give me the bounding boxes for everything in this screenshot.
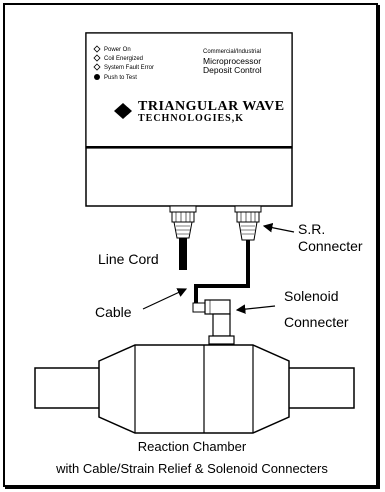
sensor-cable <box>194 240 250 306</box>
sr-connecter-arrow <box>262 222 295 233</box>
fault-led-icon <box>93 63 101 71</box>
line-cord <box>179 238 187 270</box>
product-subtitle: Commercial/Industrial <box>203 49 261 55</box>
brand-name-line2: TECHNOLOGIES,K <box>138 113 244 124</box>
cable-arrow <box>142 288 188 310</box>
chamber-body <box>98 344 290 434</box>
indicator-system-fault: System Fault Error <box>104 65 154 71</box>
solenoid-connecter-label-line2: Connecter <box>284 314 349 330</box>
cable-label: Cable <box>95 304 132 320</box>
line-cord-gland <box>169 205 197 239</box>
solenoid-connecter <box>192 299 235 345</box>
indicator-power-on: Power On <box>104 47 131 53</box>
indicator-coil-energized: Coil Energized <box>104 56 143 62</box>
brand-diamond-icon <box>114 103 132 119</box>
caption-line2: with Cable/Strain Relief & Solenoid Conn… <box>55 461 328 476</box>
power-led-icon <box>93 45 101 53</box>
caption-line1: Reaction Chamber <box>138 439 247 454</box>
solenoid-arrow <box>235 304 276 314</box>
sr-connecter-label-line2: Connecter <box>298 238 363 254</box>
push-to-test-button <box>94 74 100 80</box>
sr-connecter-gland <box>234 205 262 241</box>
page-frame <box>3 3 378 487</box>
product-title-line1: Microprocessor <box>203 56 261 66</box>
line-cord-label: Line Cord <box>98 251 159 267</box>
solenoid-connecter-label-line1: Solenoid <box>284 288 339 304</box>
brand-name-line1: TRIANGULAR WAVE <box>138 99 285 114</box>
sr-connecter-label-line1: S.R. <box>298 221 325 237</box>
product-title-line2: Deposit Control <box>203 65 262 75</box>
control-unit: Power On Coil Energized System Fault Err… <box>85 32 293 207</box>
control-unit-face-panel <box>85 32 293 149</box>
push-to-test-label: Push to Test <box>104 75 137 81</box>
reaction-chamber <box>34 344 355 434</box>
coil-led-icon <box>93 54 101 62</box>
